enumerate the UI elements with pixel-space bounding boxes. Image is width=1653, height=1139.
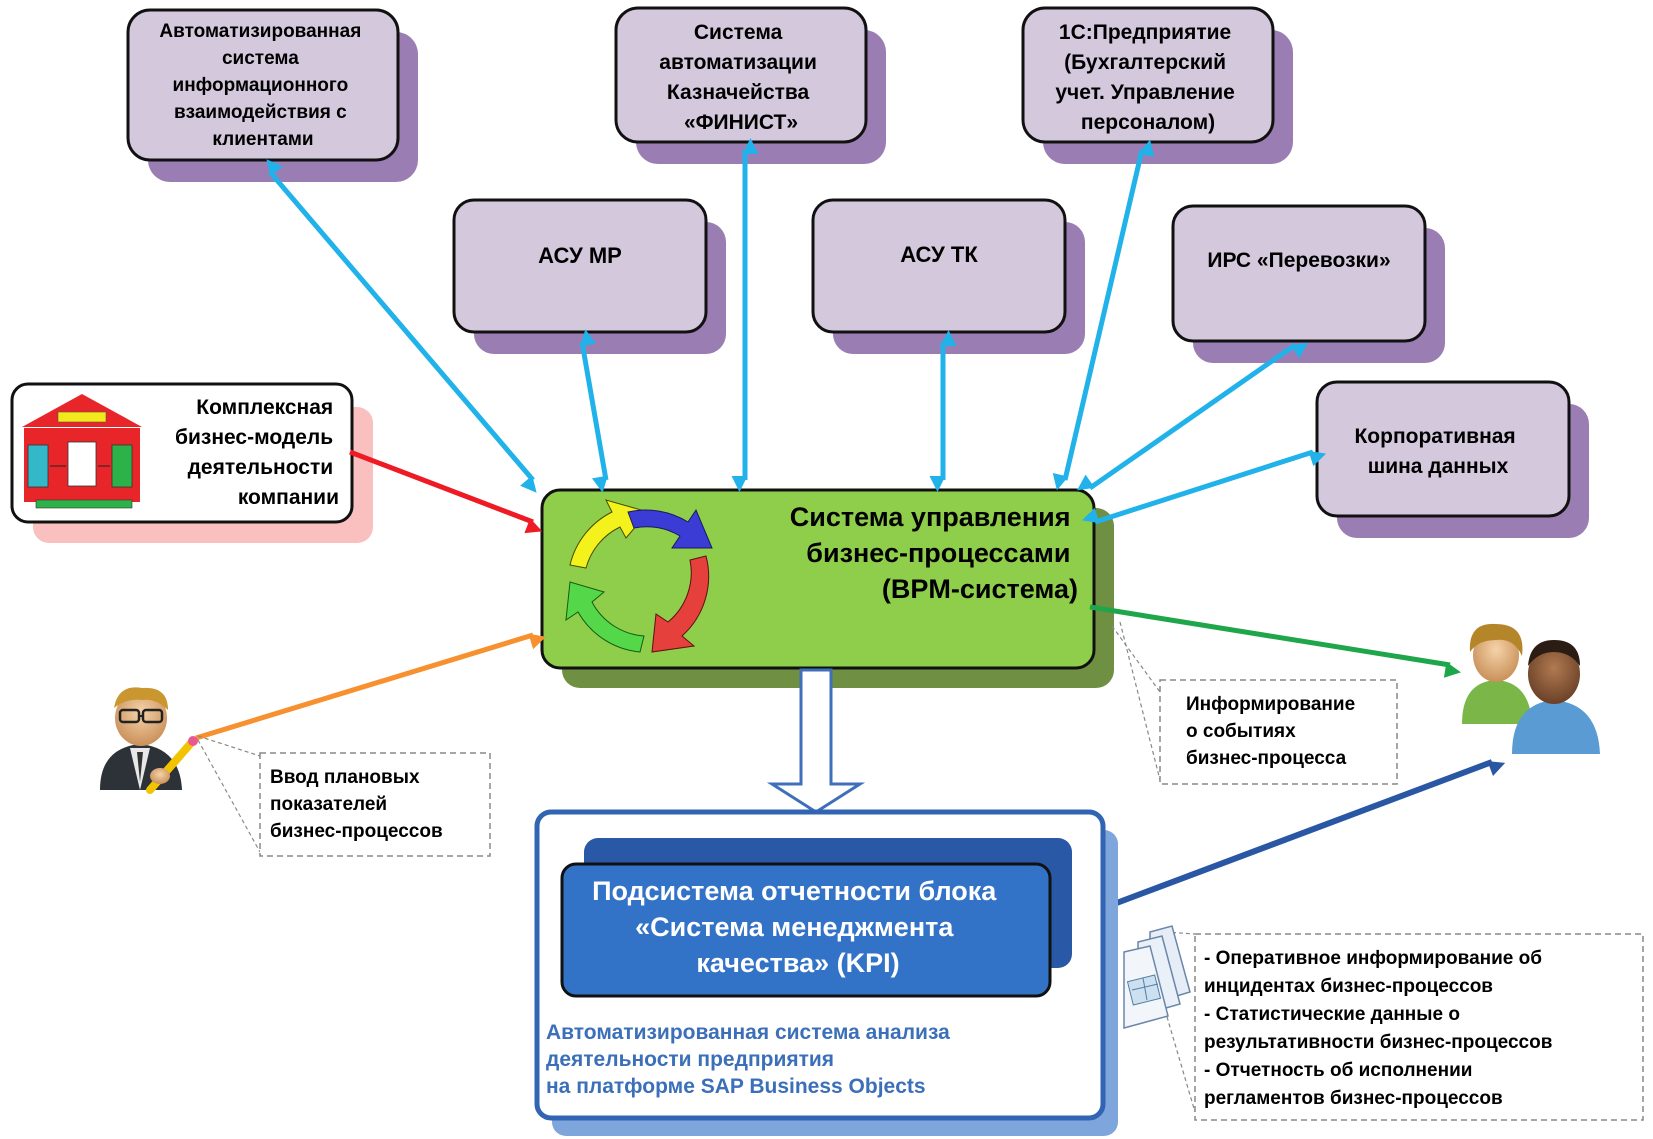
events-note: Информирование о событиях бизнес-процесс…: [1111, 621, 1398, 785]
system-box-finist: Система автоматизации Казначейства «ФИНИ…: [614, 6, 886, 164]
system-box-irs: ИРС «Перевозки»: [1171, 204, 1445, 363]
users-group-icon: [1462, 623, 1600, 754]
system-box-1c: 1С:Предприятие (Бухгалтерский учет. Упра…: [1021, 6, 1293, 164]
system-box-asu-mr: АСУ МР: [452, 198, 726, 354]
arrow-event-notify: [1089, 604, 1461, 678]
arrow-kpi-reports: [1096, 759, 1506, 913]
arrow-plan-input: [195, 632, 547, 741]
bpm-system-label: Система управления бизнес-процессами (BP…: [790, 502, 1078, 604]
events-note-text: Информирование о событиях бизнес-процесс…: [1186, 694, 1360, 769]
system-label-asu-tk: АСУ ТК: [900, 242, 978, 267]
integration-arrows: [266, 137, 1327, 525]
system-box-asu-tk: АСУ ТК: [811, 198, 1085, 354]
analysis-system-label: Автоматизированная система анализа деяте…: [546, 1021, 956, 1098]
system-label-asu-mr: АСУ МР: [538, 243, 622, 268]
reports-note: - Оперативное информирование об инцидент…: [1164, 931, 1644, 1121]
business-model-building-icon: [22, 394, 142, 509]
process-cycle-icon: [565, 499, 713, 653]
analyst-person-icon: [100, 687, 198, 794]
system-label-client-interaction: Автоматизированная система информационно…: [159, 21, 366, 150]
system-label-finist: Система автоматизации Казначейства «ФИНИ…: [659, 21, 822, 134]
input-note: Ввод плановых показателей бизнес-процесс…: [197, 735, 491, 857]
arrow-data-bus: [1081, 449, 1327, 525]
kpi-subsystem-label: Подсистема отчетности блока «Система мен…: [592, 876, 1004, 978]
business-model-box: Комплексная бизнес-модель деятельности к…: [10, 382, 373, 543]
arrow-client-interaction: [266, 159, 537, 493]
system-label-irs: ИРС «Перевозки»: [1207, 249, 1390, 272]
system-label-data-bus: Корпоративная шина данных: [1354, 425, 1521, 478]
reports-note-text: - Оперативное информирование об инцидент…: [1204, 948, 1558, 1109]
bpm-system-box: Система управления бизнес-процессами (BP…: [540, 488, 1114, 688]
system-box-client-interaction: Автоматизированная система информационно…: [126, 8, 418, 182]
hollow-down-arrow: [766, 668, 866, 814]
arrow-asu-mr: [579, 329, 609, 493]
system-label-1c: 1С:Предприятие (Бухгалтерский учет. Упра…: [1055, 21, 1240, 134]
arrow-business-model: [349, 449, 543, 534]
analysis-system-box: Подсистема отчетности блока «Система мен…: [534, 809, 1118, 1136]
system-box-data-bus: Корпоративная шина данных: [1315, 380, 1589, 538]
report-documents-icon: [1123, 925, 1191, 1029]
input-note-text: Ввод плановых показателей бизнес-процесс…: [270, 767, 443, 842]
